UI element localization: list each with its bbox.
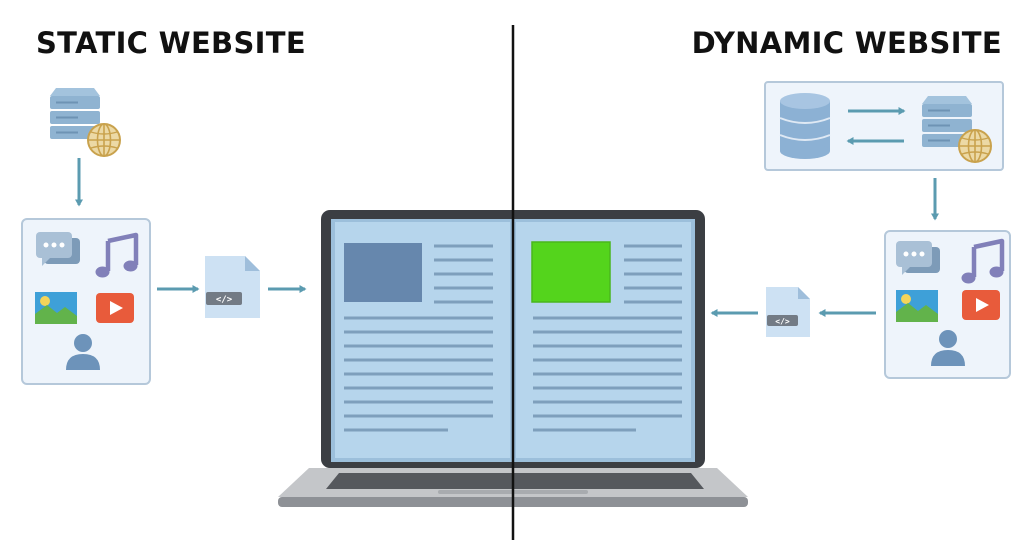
dynamic-content-block <box>531 241 611 303</box>
dynamic-website-title: DYNAMIC WEBSITE <box>691 26 1002 60</box>
static-text-lines <box>344 244 493 432</box>
static-image-icon <box>35 292 77 324</box>
static-content-block <box>344 243 422 302</box>
static-code-file-icon <box>205 256 260 318</box>
static-code-badge: </> <box>216 295 233 305</box>
static-website-title: STATIC WEBSITE <box>36 26 306 60</box>
dynamic-text-lines <box>533 244 682 432</box>
dynamic-image-icon <box>896 290 938 322</box>
dynamic-code-file-icon <box>766 287 810 337</box>
static-video-icon <box>96 293 134 323</box>
static-globe-icon <box>87 123 121 157</box>
dynamic-code-badge: </> <box>775 317 790 326</box>
dynamic-database-icon <box>779 92 831 160</box>
dynamic-video-icon <box>962 290 1000 320</box>
dynamic-globe-icon <box>958 129 992 163</box>
